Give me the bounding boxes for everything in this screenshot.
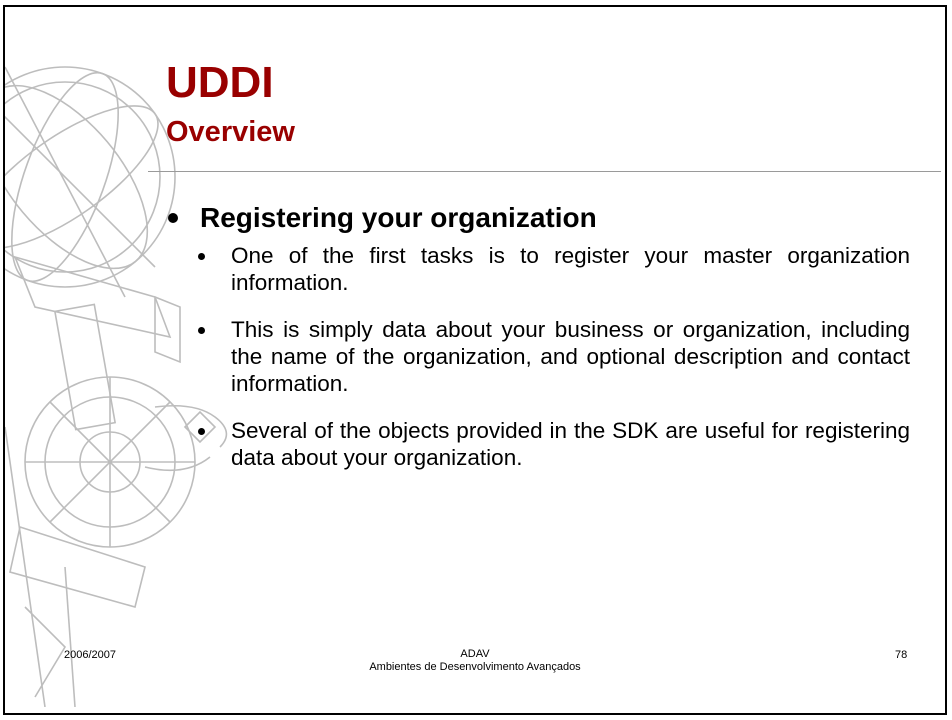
sub-bullet: This is simply data about your business … bbox=[198, 316, 910, 397]
slide-title: UDDI bbox=[166, 58, 274, 107]
footer-course-code: ADAV bbox=[460, 648, 490, 660]
sub-bullet-text: One of the first tasks is to register yo… bbox=[231, 243, 910, 295]
footer-course-name: Ambientes de Desenvolvimento Avançados bbox=[369, 661, 581, 673]
bullet-dot-icon bbox=[198, 327, 205, 334]
footer-page-number: 78 bbox=[895, 649, 908, 661]
sub-bullet: One of the first tasks is to register yo… bbox=[198, 242, 910, 296]
footer-date: 2006/2007 bbox=[64, 649, 116, 661]
bullet-dot-icon bbox=[198, 428, 205, 435]
bullet-dot-icon bbox=[168, 213, 178, 223]
armillary-sphere-icon bbox=[5, 66, 228, 707]
title-divider bbox=[148, 171, 941, 172]
slide: UDDI Overview Registering your organizat… bbox=[3, 5, 947, 715]
sub-bullet-text: Several of the objects provided in the S… bbox=[231, 418, 910, 470]
sub-bullet: Several of the objects provided in the S… bbox=[198, 417, 910, 471]
sub-bullet-text: This is simply data about your business … bbox=[231, 317, 910, 396]
main-bullet-text: Registering your organization bbox=[200, 202, 597, 233]
footer-course: ADAV Ambientes de Desenvolvimento Avança… bbox=[345, 648, 605, 674]
slide-subtitle: Overview bbox=[166, 116, 295, 148]
bullet-dot-icon bbox=[198, 253, 205, 260]
main-bullet: Registering your organization bbox=[168, 202, 597, 234]
